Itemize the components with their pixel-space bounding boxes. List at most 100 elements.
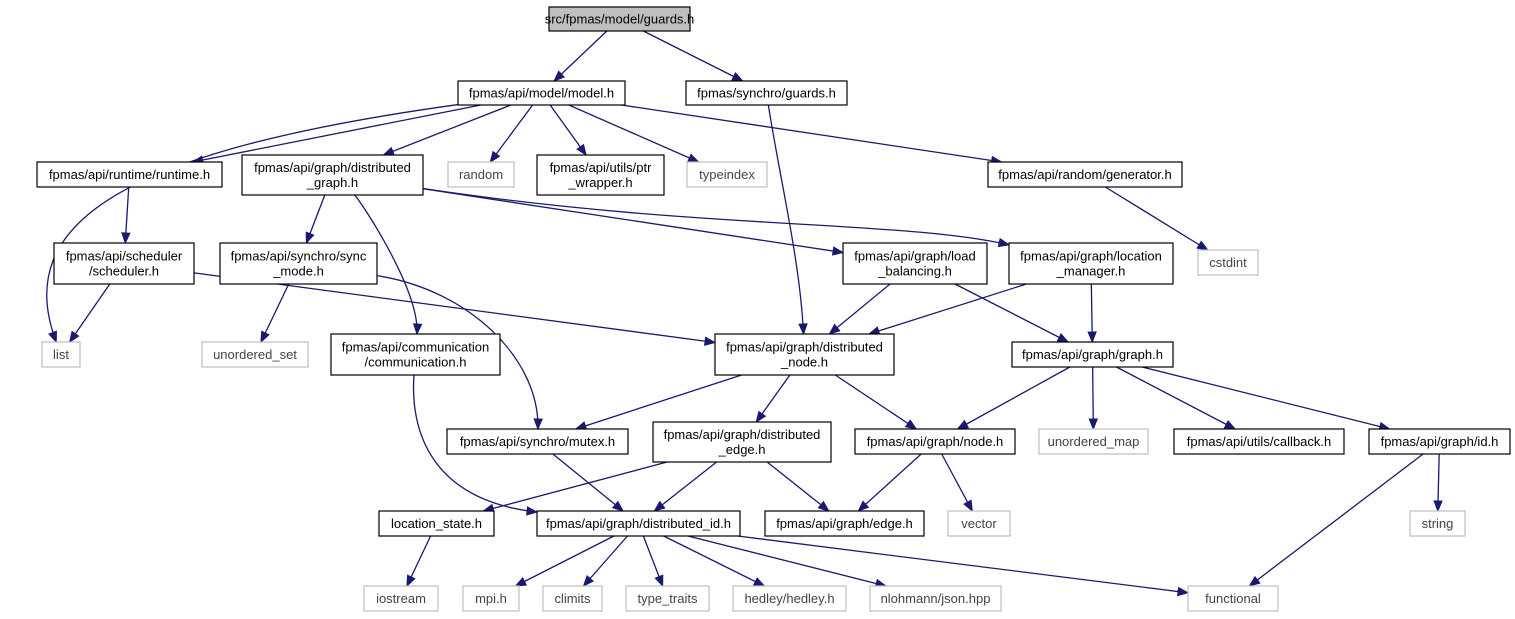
node-synchro-guards[interactable]: fpmas/synchro/guards.h [685,80,848,106]
edge-guards-to-model [553,30,608,82]
edge-scheduler-to-list [69,283,111,343]
edge-dist-node-to-node-arrowhead [904,419,918,430]
node-box [1187,585,1279,612]
node-list: list [41,341,81,368]
edge-runtime-to-scheduler-arrowhead [121,232,131,245]
node-label: unordered_set [213,347,297,362]
node-box [1409,510,1466,537]
edge-dist-node-to-dist-edge-arrowhead [755,410,767,424]
node-random: random [447,161,515,188]
node-label: unordered_map [1048,434,1140,449]
node-label: fpmas/api/runtime/runtime.h [49,167,210,182]
edge-guards-to-synchro-guards-arrowhead [731,72,744,82]
node-box [241,154,424,196]
node-guards[interactable]: src/fpmas/model/guards.h [545,6,695,32]
edge-layer [46,30,1443,597]
node-communication[interactable]: fpmas/api/communication/communication.h [330,333,501,376]
node-box [36,161,223,188]
edge-sync-mode-to-unordered-set-arrowhead [260,330,270,344]
node-box [536,510,741,537]
node-label: typeindex [699,167,755,182]
node-box [625,585,710,612]
edge-dist-id-to-mpi [515,535,615,587]
edge-guards-to-model-arrowhead [553,70,566,82]
edge-sync-mode-to-mutex-arrowhead [533,418,543,431]
node-model[interactable]: fpmas/api/model/model.h [457,80,626,106]
edge-dist-id-to-functional-arrowhead [1176,586,1190,597]
node-label: fpmas/api/utils/ptr [550,160,653,175]
edge-dist-edge-to-edge [766,461,830,512]
edge-model-to-dist-graph-arrowhead [382,146,395,156]
node-scheduler[interactable]: fpmas/api/scheduler/scheduler.h [53,242,195,285]
node-box [842,242,988,285]
node-label: fpmas/api/scheduler [66,249,183,264]
edge-generator-to-cstdint-arrowhead [1196,240,1209,251]
edge-dist-edge-to-edge-arrowhead [817,500,830,512]
node-iostream: iostream [363,585,439,612]
edge-graph-to-node [957,366,1071,430]
edge-location-state-to-iostream-arrowhead [406,574,416,588]
edge-graph-to-node-arrowhead [956,419,970,430]
node-box [764,510,925,537]
node-graph[interactable]: fpmas/api/graph/graph.h [1011,341,1174,368]
node-generator[interactable]: fpmas/api/random/generator.h [987,161,1183,188]
edge-communication-to-dist-id-arrowhead [526,506,539,516]
node-label: /communication.h [365,355,467,370]
node-label: fpmas/api/graph/load [854,249,975,264]
node-box [378,510,495,537]
node-callback[interactable]: fpmas/api/utils/callback.h [1173,428,1345,455]
node-box [686,161,768,188]
edge-location-manager-to-dist-node [868,283,1027,335]
edge-load-balancing-to-dist-node [828,283,891,335]
node-label: fpmas/api/synchro/mutex.h [460,434,615,449]
node-label: hedley/hedley.h [744,591,834,606]
edge-communication-to-dist-id [412,374,538,513]
edge-location-manager-to-graph-arrowhead [1087,331,1097,344]
edge-dist-edge-to-location-state [483,461,668,512]
node-box [947,510,1011,537]
edge-load-balancing-to-graph [954,283,1069,343]
node-box [652,421,832,463]
edge-dist-graph-to-location-manager [422,187,1010,246]
node-runtime[interactable]: fpmas/api/runtime/runtime.h [36,161,223,188]
node-label: _mode.h [272,264,324,279]
node-layer: src/fpmas/model/guards.h fpmas/api/model/… [36,6,1511,612]
node-node[interactable]: fpmas/api/graph/node.h [854,428,1016,455]
node-label: _manager.h [1056,264,1126,279]
edge-scheduler-to-list-arrowhead [68,330,80,344]
edge-synchro-guards-to-dist-node [767,104,805,335]
node-functional: functional [1187,585,1279,612]
edge-dist-edge-to-dist-id-arrowhead [653,500,666,512]
node-label: iostream [376,591,426,606]
node-dist-node[interactable]: fpmas/api/graph/distributed_node.h [714,333,895,376]
node-mutex[interactable]: fpmas/api/synchro/mutex.h [446,428,629,455]
node-edge[interactable]: fpmas/api/graph/edge.h [764,510,925,537]
node-location-manager[interactable]: fpmas/api/graph/location_manager.h [1008,242,1174,285]
node-label: fpmas/api/graph/edge.h [776,516,913,531]
node-sync-mode[interactable]: fpmas/api/synchro/sync_mode.h [219,242,378,285]
node-box [330,333,501,376]
node-label: type_traits [638,591,698,606]
node-dist-id[interactable]: fpmas/api/graph/distributed_id.h [536,510,741,537]
edge-sync-mode-to-unordered-set [260,283,290,343]
node-dist-graph[interactable]: fpmas/api/graph/distributed_graph.h [241,154,424,196]
node-label: mpi.h [475,591,507,606]
edge-model-to-runtime [192,104,481,163]
edge-dist-id-to-mpi-arrowhead [514,577,528,587]
node-box [854,428,1016,455]
edge-dist-graph-to-communication [354,194,418,335]
edge-node-to-vector-arrowhead [963,499,973,513]
edge-load-balancing-to-dist-node-arrowhead [828,323,841,335]
edge-id-to-string-arrowhead [1433,500,1443,513]
node-load-balancing[interactable]: fpmas/api/graph/load_balancing.h [842,242,988,285]
node-string: string [1409,510,1466,537]
node-label: fpmas/api/synchro/sync [231,249,367,264]
node-box [1011,341,1174,368]
node-location-state[interactable]: location_state.h [378,510,495,537]
node-id[interactable]: fpmas/api/graph/id.h [1368,428,1511,455]
edge-dist-id-to-climits-arrowhead [582,574,594,588]
edge-model-to-list [46,103,459,343]
edge-dist-graph-to-communication-arrowhead [412,323,423,336]
node-ptr-wrapper[interactable]: fpmas/api/utils/ptr_wrapper.h [536,154,665,196]
node-dist-edge[interactable]: fpmas/api/graph/distributed_edge.h [652,421,832,463]
